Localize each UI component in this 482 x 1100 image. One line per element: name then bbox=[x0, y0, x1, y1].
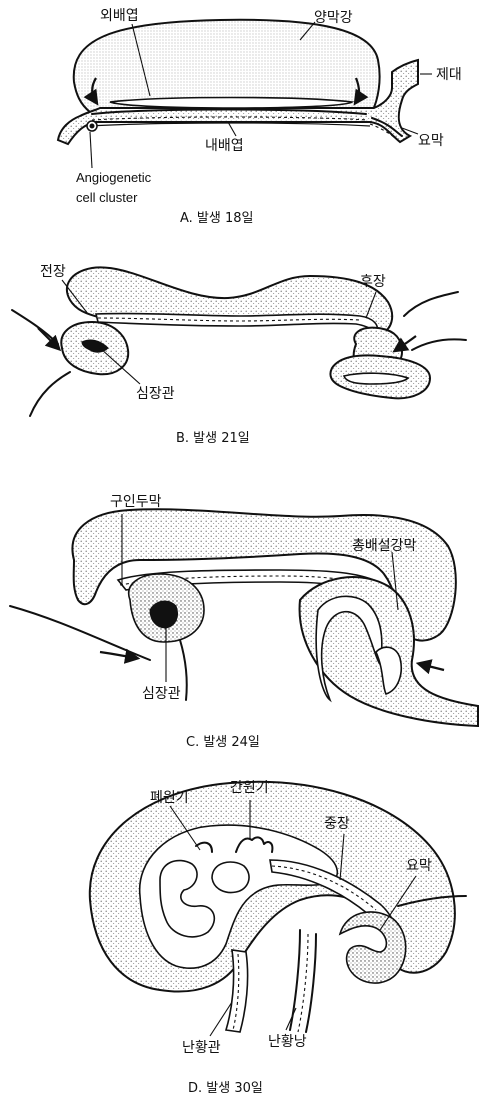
allantois-curl-b bbox=[404, 292, 458, 316]
tail-curl-d bbox=[340, 912, 406, 983]
cluster-core bbox=[90, 124, 94, 128]
panel-d: 폐원기 간원기 중장 요막 난황관 난황낭 D. 발생 30일 bbox=[90, 780, 466, 1096]
yolk-wall-left-b bbox=[12, 310, 58, 344]
label-hindgut: 후장 bbox=[360, 274, 386, 290]
yolk-wall-left-c2 bbox=[180, 640, 187, 700]
label-angiogenetic-2: cell cluster bbox=[76, 190, 138, 205]
panel-b: 전장 후장 심장관 B. 발생 21일 bbox=[12, 264, 466, 446]
fold-arrow-b-left bbox=[38, 328, 58, 348]
yolk-sac-wall-d bbox=[290, 930, 300, 1030]
label-heart-tube-b: 심장관 bbox=[136, 386, 175, 402]
label-connecting-stalk: 제대 bbox=[436, 67, 462, 83]
caption-c: C. 발생 24일 bbox=[186, 735, 260, 750]
caption-b: B. 발생 21일 bbox=[176, 431, 250, 446]
label-lung-bud: 폐원기 bbox=[150, 790, 189, 806]
label-allantois-a: 요막 bbox=[418, 133, 444, 149]
caption-d: D. 발생 30일 bbox=[188, 1081, 263, 1096]
label-cloacal-membrane: 총배설강막 bbox=[352, 538, 417, 554]
fold-arrow-c-right bbox=[420, 664, 444, 670]
amnion-right-b bbox=[412, 339, 466, 350]
gut-tube-b bbox=[96, 313, 377, 332]
ectoderm-band-a bbox=[110, 98, 352, 109]
label-amniotic-cavity: 양막강 bbox=[314, 10, 353, 26]
label-oropharyngeal-membrane: 구인두막 bbox=[110, 494, 162, 510]
leader-endoderm bbox=[228, 122, 236, 136]
label-allantois-d: 요막 bbox=[406, 858, 432, 874]
liver-lump-d bbox=[212, 862, 249, 892]
leader-cluster bbox=[90, 132, 92, 168]
label-liver-bud: 간원기 bbox=[230, 780, 269, 796]
label-foregut: 전장 bbox=[40, 264, 66, 280]
label-angiogenetic-1: Angiogenetic bbox=[76, 170, 152, 185]
label-vitelline-duct: 난황관 bbox=[182, 1040, 221, 1056]
label-endoderm: 내배엽 bbox=[205, 138, 244, 154]
caption-a: A. 발생 18일 bbox=[180, 211, 253, 226]
label-yolk-sac: 난황낭 bbox=[268, 1034, 307, 1050]
yolk-wall-left-b2 bbox=[30, 372, 70, 416]
panel-a: 외배엽 양막강 제대 요막 내배엽 Angiogenetic cell clus… bbox=[58, 8, 462, 226]
yolk-wall-left-c bbox=[10, 606, 150, 660]
panel-c: 구인두막 총배설강막 심장관 C. 발생 24일 bbox=[10, 494, 478, 750]
label-heart-tube-c: 심장관 bbox=[142, 686, 181, 702]
tail-tube-b bbox=[344, 373, 408, 384]
label-midgut: 중장 bbox=[324, 816, 350, 832]
label-ectoderm: 외배엽 bbox=[100, 8, 139, 24]
